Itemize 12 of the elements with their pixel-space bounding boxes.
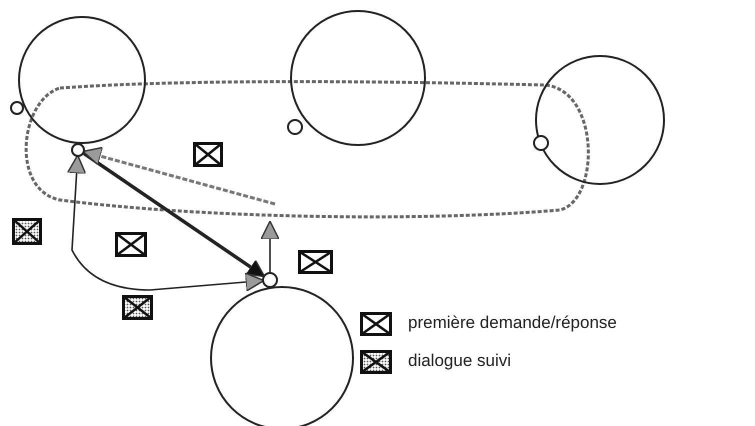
port-circle — [262, 272, 278, 288]
arrow — [66, 154, 265, 292]
port-circle — [10, 101, 24, 115]
port-circle — [71, 143, 85, 157]
arrow — [83, 152, 266, 278]
port-circle — [287, 119, 303, 135]
legend-label: première demande/réponse — [408, 313, 617, 333]
legend-label: dialogue suivi — [408, 351, 512, 371]
circle — [210, 286, 354, 426]
port-circle — [533, 135, 549, 151]
arrow — [260, 220, 280, 272]
arrow — [82, 146, 276, 206]
